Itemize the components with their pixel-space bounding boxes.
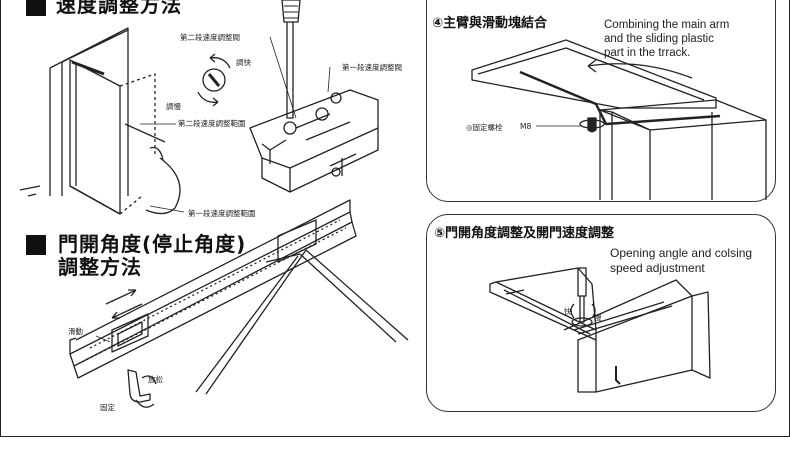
step-4-english: Combining the main arm and the sliding p… [604,18,729,60]
fast-label: 調快 [236,58,251,67]
door-swing-dashed [119,73,156,215]
angle-section-title-line1: 門開角度(停止角度) [58,232,247,256]
panel4-arm [519,70,721,126]
slow-label: 調慢 [166,102,181,111]
step-4-english-line: part in the trrack. [604,47,691,59]
step-5-number: ⑤ [434,226,446,241]
m8-label: M8 [520,122,532,131]
door-frame-outline [49,27,129,196]
first-range-arc [145,157,181,215]
closer-body [249,89,379,169]
loosen-label: 放松 [148,375,163,384]
second-range-label: 第二段速度調整範圍 [178,119,246,128]
step-5-english: Opening angle and colsing speed adjustme… [610,246,752,276]
panel4-door [599,110,767,200]
fixing-bolt-label: ◎固定螺栓 [466,123,503,132]
slide-label: 滑動 [68,327,83,336]
secondary-arm [265,253,301,263]
arm-shoe [277,219,317,263]
fix-label: 固定 [100,403,115,412]
step-4-title: ④主臂與滑動塊結合 [432,12,547,31]
panel4-arrow [587,59,693,79]
step-5-english-line: Opening angle and colsing [610,246,753,260]
screwdriver [281,0,301,119]
loosen-arrow [141,375,157,385]
panel4-track [471,39,717,109]
second-speed-valve-label: 第二段速度調整閥 [180,33,240,42]
rotation-knob [202,68,226,92]
step-4-english-line: and the sliding plastic [604,33,714,45]
slide-arrow-down [111,303,143,319]
first-speed-valve-label: 第一段速度調整閥 [342,63,402,72]
step-5-english-line: speed adjustment [610,261,705,275]
main-arm [195,249,307,395]
step-4-number: ④ [432,16,444,31]
step-5-title: ⑤門開角度調整及開門速度調整 [434,222,614,241]
rotate-fast-arrow [209,57,231,69]
step-4-title-text: 主臂與滑動塊結合 [443,16,548,31]
speed-section-title: 速度調整方法 [56,0,182,17]
slider-block [111,313,149,353]
fix-arrow [135,399,155,408]
angle-section-bullet [26,235,46,255]
step-4-panel [426,0,776,202]
hex-key [127,369,151,403]
rotate-slow-arrow [197,91,219,103]
first-valve [315,107,329,121]
section-bullet [26,0,46,16]
angle-section-title-line2: 調整方法 [58,255,142,279]
step-4-english-line: Combining the main arm [604,19,730,31]
panel5-slow-label: 慢 [594,313,602,322]
slide-arrow-up [105,289,137,305]
hinge-arm [71,60,105,76]
step-5-title-text: 門開角度調整及開門速度調整 [445,226,615,241]
second-range-arc [149,146,164,161]
first-range-label: 第一段速度調整範圍 [188,209,256,218]
second-valve [283,121,297,135]
panel5-fast-label: 快 [564,307,572,316]
